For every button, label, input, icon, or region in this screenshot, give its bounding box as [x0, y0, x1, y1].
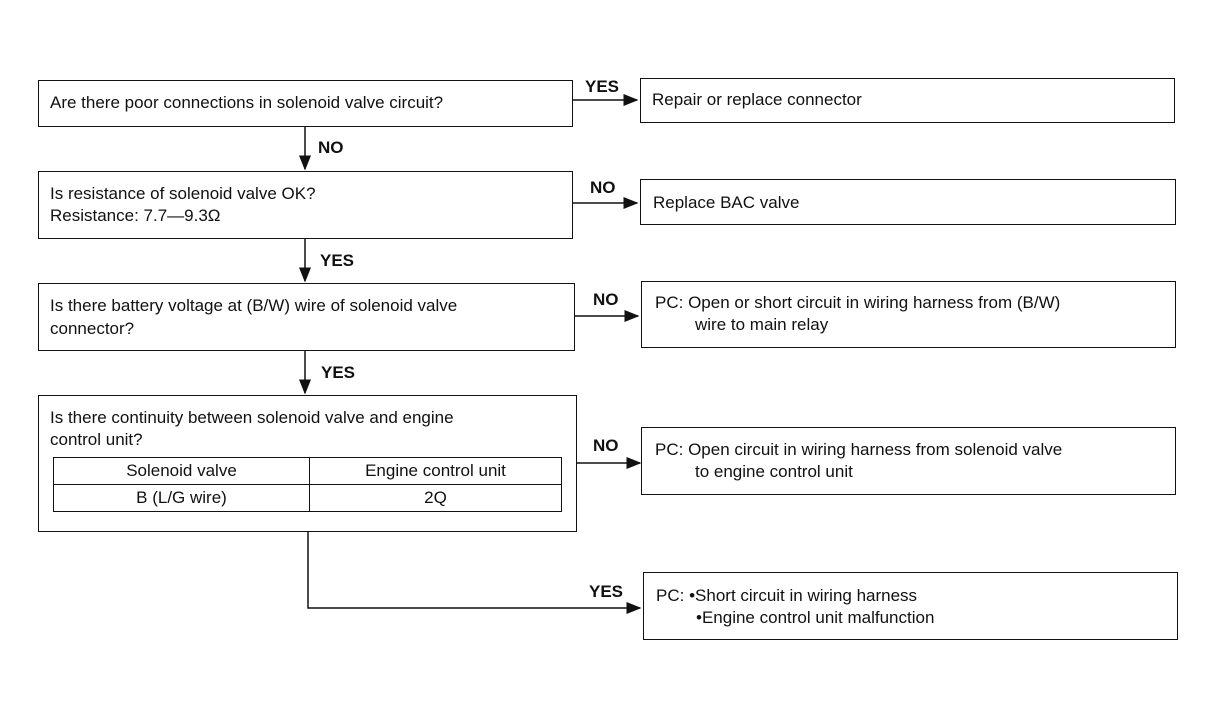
question-2-line2: Resistance: 7.7—9.3Ω — [50, 206, 221, 225]
question-box-1 — [38, 80, 573, 127]
question-4-line2: control unit? — [50, 430, 143, 449]
branch-label-yes: YES — [320, 251, 355, 270]
result-4-line1: Open circuit in wiring harness from sole… — [688, 440, 1063, 459]
table-header: Solenoid valve — [53, 457, 310, 485]
result-3-text: PC: Open or short circuit in wiring harn… — [655, 292, 1060, 336]
result-3-line2: wire to main relay — [695, 315, 829, 334]
arrow-q4-yes — [307, 531, 642, 614]
table-cell: 2Q — [309, 484, 562, 512]
result-box-1 — [640, 78, 1175, 123]
bullet-icon: • — [696, 608, 702, 627]
branch-label-yes: YES — [589, 582, 624, 601]
result-2-text: Replace BAC valve — [653, 193, 800, 212]
question-box-2 — [38, 171, 573, 239]
bullet-icon: • — [689, 586, 696, 605]
result-4-line2: to engine control unit — [695, 462, 853, 481]
branch-label-no: NO — [593, 290, 619, 309]
branch-label-yes: YES — [585, 77, 620, 96]
final-result-text: PC: •Short circuit in wiring harness •En… — [656, 585, 934, 629]
pc-prefix: PC: — [656, 586, 685, 605]
question-3-line2: connector? — [50, 319, 135, 338]
result-box-3 — [641, 281, 1176, 348]
pc-prefix: PC: — [655, 440, 684, 459]
branch-label-yes: YES — [321, 363, 356, 382]
final-item-2: Engine control unit malfunction — [701, 608, 935, 627]
result-3-line1: Open or short circuit in wiring harness … — [688, 293, 1061, 312]
question-1-text: Are there poor connections in solenoid v… — [50, 93, 444, 112]
result-4-text: PC: Open circuit in wiring harness from … — [655, 439, 1062, 483]
pc-prefix: PC: — [655, 293, 684, 312]
table-row: B (L/G wire) 2Q — [53, 484, 562, 512]
final-result-box — [643, 572, 1178, 640]
branch-label-no: NO — [590, 178, 616, 197]
question-2-line1: Is resistance of solenoid valve OK? — [50, 184, 316, 203]
question-box-3 — [38, 283, 575, 351]
branch-label-no: NO — [318, 138, 344, 157]
table-header: Engine control unit — [309, 457, 562, 485]
table-cell: B (L/G wire) — [53, 484, 310, 512]
result-box-4 — [641, 427, 1176, 495]
branch-label-no: NO — [593, 436, 619, 455]
question-3-line1: Is there battery voltage at (B/W) wire o… — [50, 296, 458, 315]
result-box-2 — [640, 179, 1176, 225]
table-header-row: Solenoid valve Engine control unit — [53, 457, 562, 485]
final-item-1: Short circuit in wiring harness — [695, 586, 918, 605]
question-4-line1: Is there continuity between solenoid val… — [50, 408, 454, 427]
connector-table: Solenoid valve Engine control unit B (L/… — [53, 457, 562, 512]
result-1-text: Repair or replace connector — [652, 90, 862, 109]
